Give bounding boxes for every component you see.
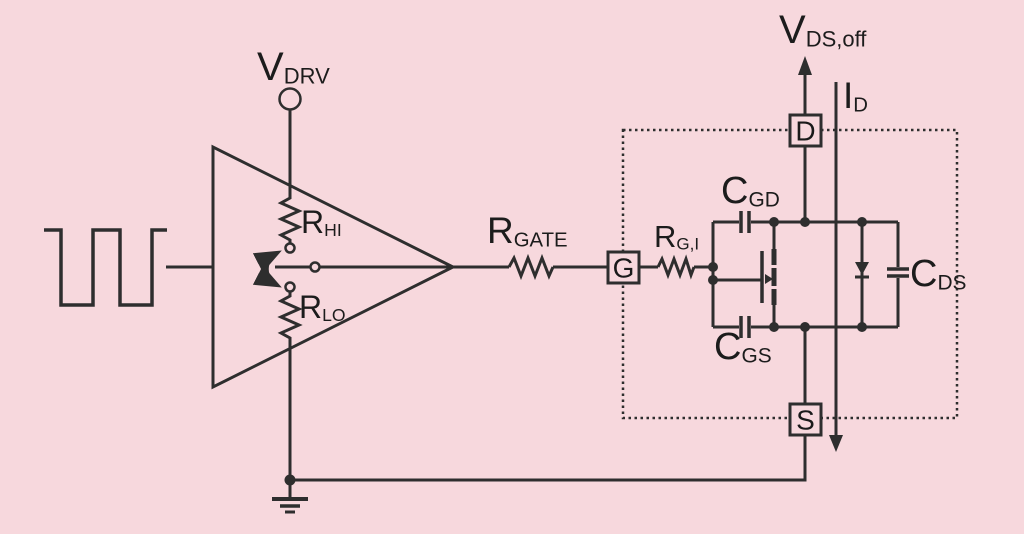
- gate-terminal-box: G: [606, 250, 641, 285]
- label-vdrv: VDRV: [257, 45, 330, 89]
- drain-terminal-box: D: [788, 56, 823, 222]
- mosfet-symbol: [713, 222, 777, 327]
- rgate-resistor: [507, 253, 608, 281]
- label-rlo: RLO: [299, 289, 346, 325]
- mosfet-package-dashed-box: [621, 128, 959, 420]
- mosfet-arrow-icon: [765, 274, 773, 284]
- input-square-wave: [44, 228, 167, 307]
- driver-switch-arrow-icon: [252, 250, 282, 288]
- source-terminal-box: S: [788, 327, 823, 437]
- body-diode: [855, 222, 869, 327]
- id-current-arrow: [829, 82, 843, 452]
- driver-output-node: [275, 261, 509, 273]
- vdrv-terminal: [278, 87, 302, 194]
- rgi-resistor: [639, 254, 713, 280]
- junction-dots: [769, 217, 867, 332]
- driver-triangle: [211, 144, 457, 390]
- drain-terminal-label: D: [795, 116, 815, 147]
- label-rgi: RG,I: [654, 219, 700, 254]
- gate-terminal-label: G: [613, 253, 635, 284]
- label-cgd: CGD: [721, 170, 780, 212]
- label-id: ID: [843, 75, 868, 117]
- source-terminal-label: S: [796, 405, 815, 436]
- cds-capacitor: [887, 222, 909, 327]
- label-rhi: RHI: [301, 204, 342, 240]
- vds-off-arrowhead-icon: [798, 56, 812, 75]
- wire-source-return: [290, 435, 807, 482]
- rhi-resistor: [277, 194, 303, 254]
- gate-node-branch: [708, 222, 718, 327]
- rlo-resistor: [277, 281, 303, 480]
- label-cds: CDS: [910, 253, 967, 295]
- body-diode-icon: [855, 262, 869, 275]
- label-cgs: CGS: [714, 326, 772, 368]
- id-arrowhead-icon: [829, 435, 843, 452]
- label-rgate: RGATE: [487, 210, 568, 252]
- label-vds-off: VDS,off: [779, 8, 867, 52]
